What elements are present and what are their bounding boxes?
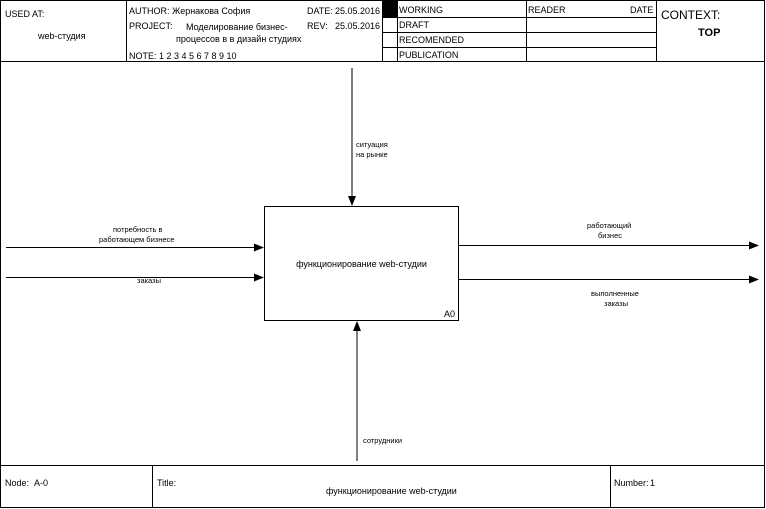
used-at-label: USED AT: <box>5 9 45 19</box>
activity-box-label: функционирование web-студии <box>296 259 427 269</box>
number-label: Number: <box>614 478 649 488</box>
working-status-indicator <box>383 1 397 17</box>
date-value: 25.05.2016 <box>335 6 381 16</box>
note-numbers: 1 2 3 4 5 6 7 8 9 10 <box>159 51 237 61</box>
control-label-line1: ситуация <box>356 140 388 149</box>
status-working: WORKING <box>399 5 443 15</box>
context-label: CONTEXT: <box>661 8 721 22</box>
project-label: PROJECT: <box>129 21 173 31</box>
node-label: Node: <box>5 478 30 488</box>
rev-label: REV: <box>307 21 328 31</box>
author-label: AUTHOR: <box>129 6 170 16</box>
activity-box-a0 <box>264 206 459 321</box>
input1-label-line2: работающем бизнесе <box>99 235 175 244</box>
number-value: 1 <box>650 478 656 488</box>
used-at-value: web-студия <box>38 31 86 41</box>
input2-label: заказы <box>137 276 161 285</box>
author-value: Жернакова София <box>172 6 251 16</box>
project-value-line1: Моделирование бизнес- <box>186 22 288 32</box>
context-value: TOP <box>698 27 721 39</box>
status-draft: DRAFT <box>399 20 429 30</box>
diagram-title: функционирование web-студии <box>326 486 457 496</box>
title-label: Title: <box>157 478 177 488</box>
input1-label-line1: потребность в <box>113 225 163 234</box>
node-value: A-0 <box>34 478 49 488</box>
status-recommended: RECOMENDED <box>399 35 465 45</box>
reader-label: READER <box>528 5 566 15</box>
date-label: DATE: <box>307 6 333 16</box>
rev-value: 25.05.2016 <box>335 21 381 31</box>
reader-date-label: DATE <box>630 5 654 15</box>
control-label-line2: на рынке <box>356 150 388 159</box>
output1-label-line1: работающий <box>587 221 632 230</box>
output1-label-line2: бизнес <box>598 231 622 240</box>
output2-label-line2: заказы <box>604 299 628 308</box>
mechanism-label: сотрудники <box>363 436 403 445</box>
note-label: NOTE: <box>129 51 157 61</box>
status-publication: PUBLICATION <box>399 50 459 60</box>
output2-label-line1: выполненные <box>591 289 639 298</box>
project-value-line2: процессов в в дизайн студиях <box>176 34 302 44</box>
activity-box-id: A0 <box>444 309 456 319</box>
